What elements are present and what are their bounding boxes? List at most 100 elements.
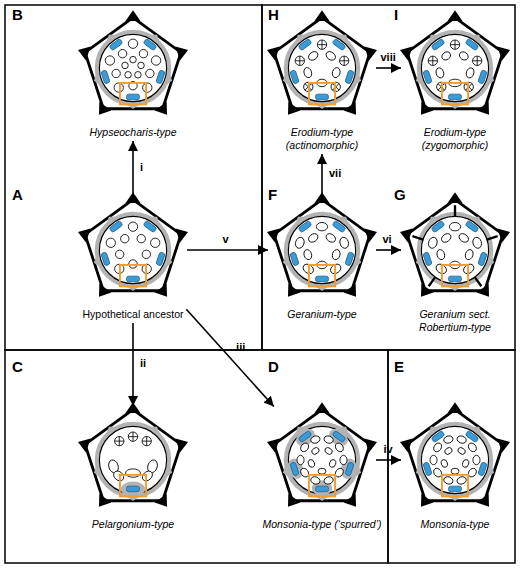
- sepal-tip: [400, 46, 413, 60]
- stamen: [130, 56, 137, 63]
- sepal-ridge: [475, 277, 482, 286]
- sepal-whorl: [85, 410, 181, 501]
- stamen: [449, 222, 460, 230]
- sepal-tip: [78, 228, 91, 242]
- transition-arrow: [376, 249, 401, 251]
- floral-diagram-drawing: [266, 12, 378, 124]
- panel-frame: [5, 5, 262, 350]
- stamen: [135, 72, 142, 79]
- staminode-circle: [142, 436, 151, 445]
- sepal-tip: [288, 102, 300, 115]
- staminode-mark: [119, 436, 120, 445]
- sepal-tip: [175, 438, 188, 452]
- sepal-whorl: [274, 410, 370, 501]
- panel-frame: [262, 5, 515, 350]
- highlight-box: [309, 475, 335, 496]
- sepal-tip: [497, 46, 510, 60]
- sepal-tip: [344, 494, 356, 507]
- petal-whorl: [417, 30, 494, 107]
- floral-diagram: AHypothetical ancestor: [81, 198, 185, 321]
- stamen: [456, 435, 467, 445]
- sepal-whorl: [85, 200, 181, 291]
- nectary: [465, 220, 479, 232]
- sepal-tip: [126, 10, 141, 21]
- receptacle-circle: [288, 34, 355, 101]
- sepal-tip: [288, 284, 300, 297]
- sepal-ridge: [454, 205, 456, 216]
- staminode: [115, 436, 124, 445]
- type-label: Pelargonium-type: [72, 518, 194, 531]
- stamen: [331, 249, 341, 261]
- sepal-tip: [448, 192, 463, 203]
- staminode-mark: [322, 40, 323, 49]
- stamen: [467, 442, 478, 454]
- receptacle-circle: [421, 34, 488, 101]
- stamen: [440, 459, 448, 468]
- nectary: [290, 462, 299, 476]
- nectary: [345, 462, 354, 476]
- staminode-circle: [473, 56, 482, 65]
- stamen: [126, 469, 141, 477]
- sepal-whorl: [274, 200, 370, 291]
- floral-diagram: DMonsonia-type (‘spurred’): [270, 408, 374, 531]
- stamen: [329, 459, 337, 468]
- petal-tips: [94, 427, 172, 501]
- receptacle-circle: [288, 216, 355, 283]
- nectary: [478, 70, 487, 84]
- receptacle-circle: [99, 34, 166, 101]
- nectary: [101, 252, 110, 266]
- stamen: [471, 236, 482, 249]
- staminode-circle: [295, 56, 304, 65]
- stamen: [128, 222, 137, 231]
- stamen: [324, 232, 337, 244]
- panel-frame: [5, 350, 388, 563]
- panel-letter: E: [394, 358, 404, 375]
- stamen: [436, 249, 446, 261]
- stamen: [457, 232, 470, 244]
- stamen: [307, 50, 320, 62]
- nectary: [298, 430, 312, 442]
- nectary: [431, 430, 445, 442]
- staminode-mark: [299, 56, 300, 65]
- transition-arrow: [186, 309, 274, 406]
- spur: [121, 481, 145, 496]
- sepal-tip: [155, 494, 167, 507]
- stamen: [115, 250, 123, 258]
- stamen: [323, 435, 334, 445]
- stamen: [464, 249, 474, 261]
- sepal-tip: [315, 10, 330, 21]
- stamen: [310, 435, 321, 445]
- type-label: Erodium-type (zygomorphic): [394, 126, 516, 152]
- nectary: [478, 252, 487, 266]
- staminode-mark: [146, 436, 147, 445]
- transition-arrow: [132, 141, 134, 196]
- sepal-tip: [421, 102, 433, 115]
- nectary: [143, 38, 157, 50]
- stamen: [297, 455, 304, 464]
- sepal-tip: [99, 494, 111, 507]
- type-label: Hypothetical ancestor: [72, 308, 194, 321]
- sepal-whorl: [274, 18, 370, 109]
- highlight-box: [120, 83, 146, 104]
- floral-diagram: EMonsonia-type: [403, 408, 507, 531]
- stamen: [140, 469, 154, 483]
- nectary: [143, 220, 157, 232]
- highlight-box: [120, 475, 146, 496]
- transition-arrow: [321, 154, 323, 196]
- transition-number: vi: [383, 233, 392, 245]
- stamen: [310, 476, 321, 486]
- type-label: Geranium sect. Robertium-type: [394, 308, 516, 334]
- stamen: [334, 442, 345, 454]
- type-label: Geranium-type: [261, 308, 383, 321]
- stamen: [440, 50, 452, 62]
- sepal-whorl: [407, 410, 503, 501]
- floral-diagram-drawing: [77, 404, 189, 516]
- staminode-mark: [432, 56, 433, 65]
- stamen: [340, 455, 347, 464]
- receptacle-circle: [99, 216, 166, 283]
- sepal-tip: [477, 494, 489, 507]
- transition-arrow: [187, 249, 268, 251]
- stamen: [151, 56, 160, 65]
- petal-whorl: [95, 212, 172, 289]
- nectary: [315, 276, 328, 282]
